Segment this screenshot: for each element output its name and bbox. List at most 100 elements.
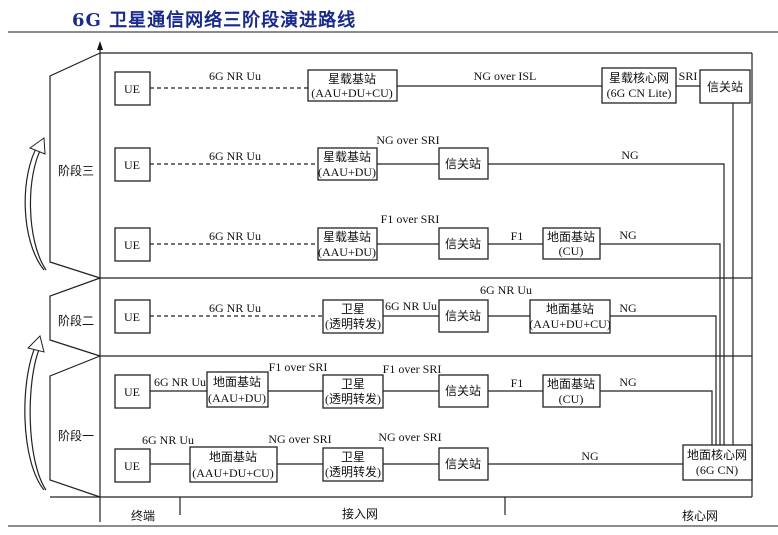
box-label: 星载基站: [323, 150, 371, 164]
domain-core-network-label: 核心网: [682, 509, 718, 523]
gateway-box: [438, 374, 489, 408]
box-sublabel: (透明转发): [325, 391, 381, 406]
box-label: 地面基站: [209, 450, 257, 464]
box-sublabel: (AAU+DU): [208, 391, 266, 405]
gateway-box: [438, 447, 489, 481]
ue-box: [114, 299, 151, 334]
ground-base-station-box: [542, 374, 601, 408]
box-label: 信关站: [445, 457, 481, 471]
box-label: 星载基站: [328, 72, 376, 86]
link-label: 6G NR Uu: [209, 69, 261, 83]
ue-box: [114, 448, 151, 483]
link-label: 6G NR Uu: [209, 301, 261, 315]
link-label: NG: [619, 301, 637, 315]
gateway-box: [438, 227, 489, 260]
link-label: 6G NR Uu: [480, 283, 532, 297]
box-sublabel: (CU): [559, 244, 584, 258]
link-label: NG over SRI: [268, 432, 331, 446]
box-sublabel: (6G CN): [696, 463, 738, 477]
ue-label: UE: [124, 385, 140, 399]
box-sublabel: (6G CN Lite): [607, 86, 672, 100]
box-label: 信关站: [445, 309, 481, 323]
box-sublabel: (AAU+DU): [318, 245, 376, 259]
stage-3-shape: [49, 52, 101, 279]
box-label: 信关站: [445, 157, 481, 171]
satellite-base-station-box: [317, 147, 378, 181]
link-label: F1: [511, 229, 524, 243]
ue-box: [114, 71, 151, 106]
domain-terminal-label: 终端: [131, 508, 155, 523]
box-label: 星载核心网: [609, 71, 669, 85]
ue-label: UE: [124, 310, 140, 324]
ue-label: UE: [124, 82, 140, 96]
link-label: F1 over SRI: [383, 362, 442, 376]
diagram-frame: [50, 41, 753, 522]
ue-box: [114, 374, 151, 409]
ue-label: UE: [124, 238, 140, 252]
box-label: 卫星: [341, 377, 365, 391]
link-label: 6G NR Uu: [385, 299, 437, 313]
satellite-base-station-box: [317, 227, 378, 261]
box-label: 地面基站: [213, 375, 261, 389]
ue-box: [114, 227, 151, 262]
link-label: SRI: [679, 69, 698, 83]
link-label: F1 over SRI: [381, 212, 440, 226]
box-sublabel: (CU): [559, 392, 584, 406]
satellite-box: [322, 299, 384, 334]
row-stage3-1: UE 6G NR Uu 星载基站 (AAU+DU+CU) NG over ISL…: [114, 67, 751, 106]
box-label: 卫星: [341, 450, 365, 464]
box-label: 信关站: [445, 237, 481, 251]
gateway-box: [438, 147, 489, 180]
link-label: NG over ISL: [474, 69, 537, 83]
link-label: NG: [581, 449, 599, 463]
link-label: 6G NR Uu: [209, 149, 261, 163]
row-stage1-2: UE 6G NR Uu 地面基站 (AAU+DU+CU) NG over SRI…: [114, 103, 753, 483]
ground-core-network-box: [682, 444, 753, 481]
satellite-base-station-box: [307, 69, 398, 102]
domain-access-network-label: 接入网: [342, 506, 378, 521]
curved-arrow-icon: [24, 137, 47, 271]
curved-arrow-icon: [24, 335, 47, 491]
row-stage3-2: UE 6G NR Uu 星载基站 (AAU+DU) NG over SRI 信关…: [114, 133, 725, 445]
box-sublabel: (AAU+DU+CU): [192, 466, 274, 480]
box-label: 地面核心网: [687, 448, 747, 462]
ue-label: UE: [124, 158, 140, 172]
ground-base-station-box: [542, 227, 601, 260]
satellite-box: [322, 374, 384, 409]
stage-1-label: 阶段一: [58, 428, 94, 443]
stage-2-shape: [49, 277, 101, 357]
link-label: NG: [619, 375, 637, 389]
ue-label: UE: [124, 459, 140, 473]
box-label: 星载基站: [323, 230, 371, 244]
row-stage3-3: UE 6G NR Uu 星载基站 (AAU+DU) F1 over SRI 信关…: [114, 212, 721, 445]
gateway-box: [699, 69, 751, 104]
box-label: 卫星: [341, 302, 365, 316]
ground-base-station-box: [529, 299, 611, 334]
box-sublabel: (AAU+DU+CU): [529, 317, 611, 331]
link-label: 6G NR Uu: [154, 375, 206, 389]
stage-3-label: 阶段三: [58, 163, 94, 178]
link-label: F1: [511, 376, 524, 390]
box-label: 信关站: [707, 80, 743, 94]
link-label: 6G NR Uu: [209, 229, 261, 243]
box-label: 信关站: [445, 384, 481, 398]
box-sublabel: (AAU+DU): [318, 165, 376, 179]
link-label: 6G NR Uu: [142, 433, 194, 447]
gateway-box: [438, 299, 489, 333]
box-label: 地面基站: [547, 377, 595, 391]
box-label: 地面基站: [547, 230, 595, 244]
link-label: NG over SRI: [376, 133, 439, 147]
box-label: 地面基站: [546, 302, 594, 316]
box-sublabel: (透明转发): [325, 464, 381, 479]
box-sublabel: (透明转发): [325, 316, 381, 331]
row-stage2: UE 6G NR Uu 卫星 (透明转发) 6G NR Uu 信关站 6G NR…: [114, 283, 717, 445]
box-sublabel: (AAU+DU+CU): [311, 86, 393, 100]
row-stage1-1: UE 6G NR Uu 地面基站 (AAU+DU) F1 over SRI 卫星…: [114, 360, 713, 445]
ground-base-station-box: [206, 371, 269, 408]
ground-base-station-box: [189, 446, 278, 483]
link-label: NG: [621, 148, 639, 162]
satellite-core-network-box: [601, 67, 677, 104]
stage-2-label: 阶段二: [58, 313, 94, 328]
link-label: NG over SRI: [378, 430, 441, 444]
